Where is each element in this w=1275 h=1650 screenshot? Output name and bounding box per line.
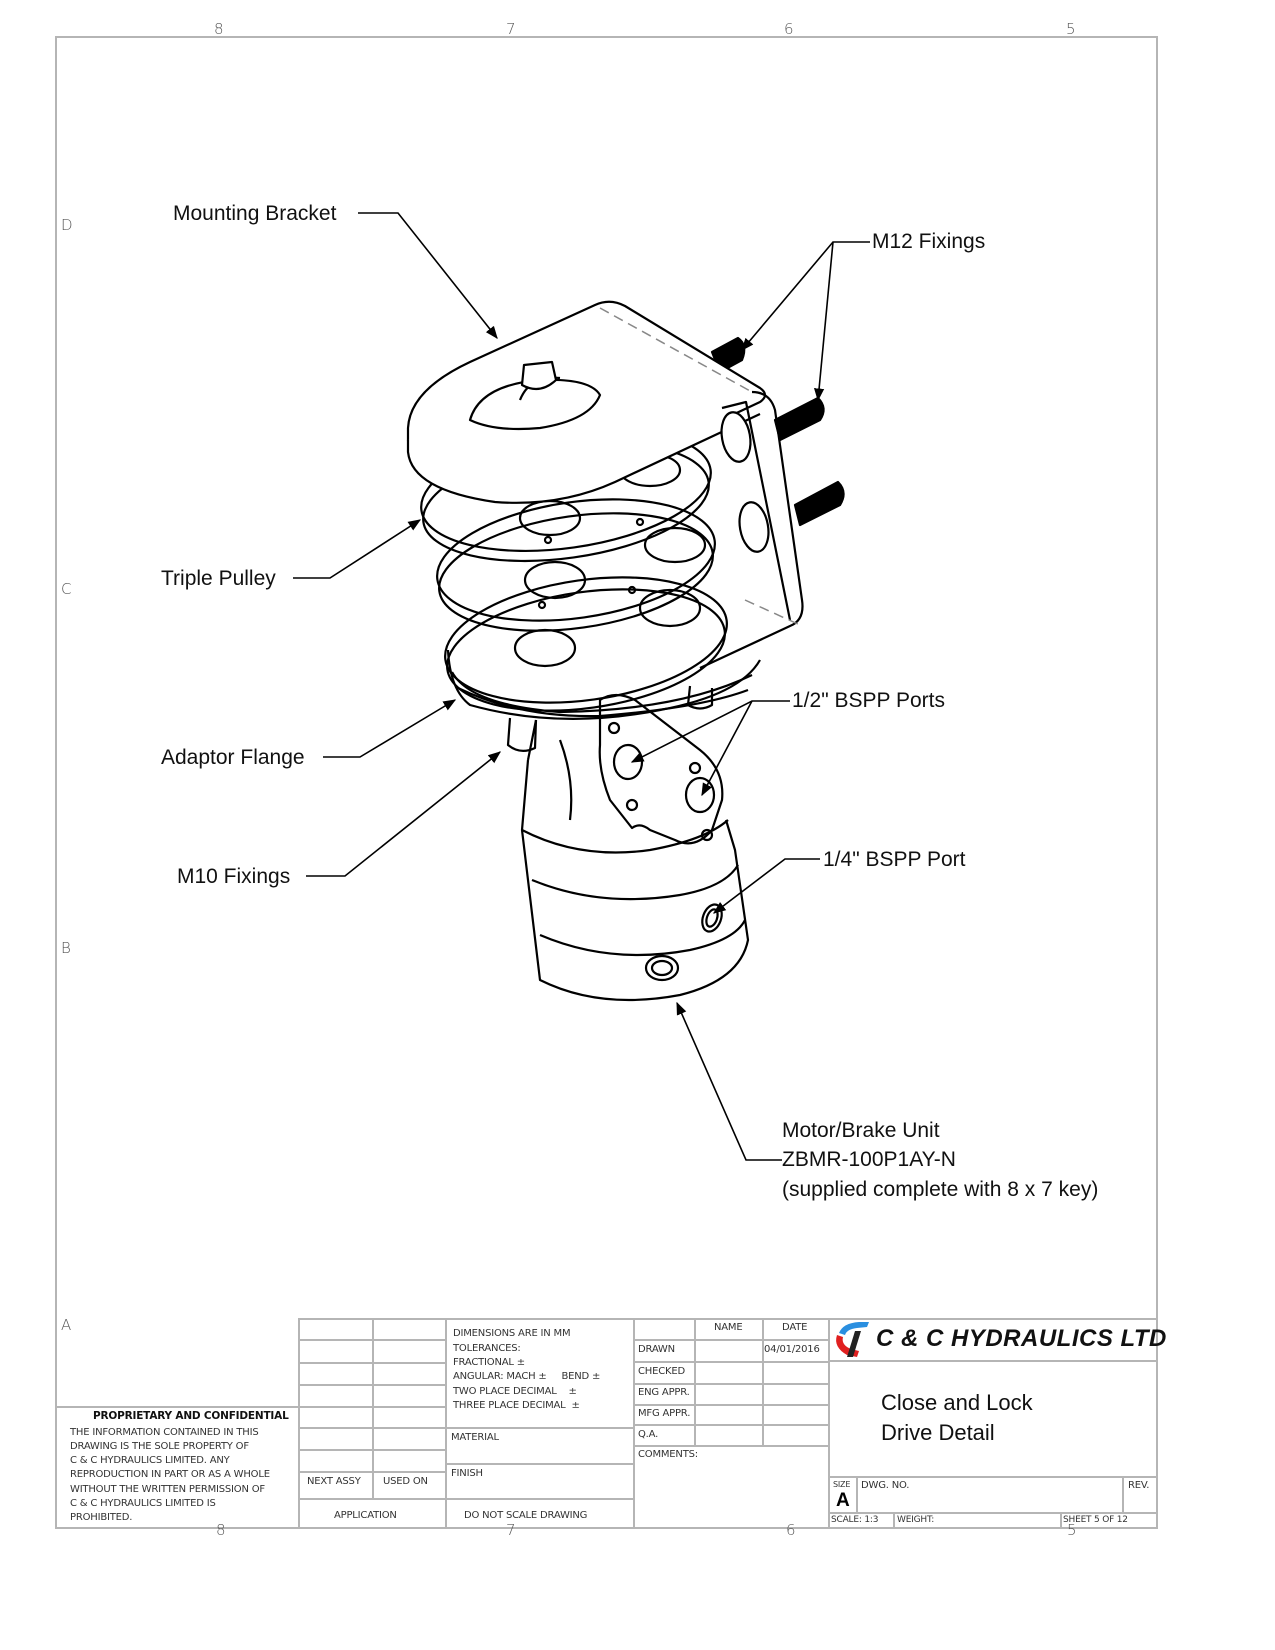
zone-row-b: B xyxy=(61,939,71,957)
triple-pulley xyxy=(420,427,728,712)
proprietary-line: C & C HYDRAULICS LIMITED IS xyxy=(70,1498,216,1509)
zone-col-7-top: 7 xyxy=(506,20,516,38)
leader-m12-b xyxy=(813,241,834,402)
proprietary-line: PROHIBITED. xyxy=(70,1512,133,1523)
scale-label: SCALE: 1:3 xyxy=(831,1515,879,1525)
tolerance-line: DIMENSIONS ARE IN MM xyxy=(453,1328,571,1339)
application-label: APPLICATION xyxy=(334,1510,397,1521)
material-label: MATERIAL xyxy=(451,1432,499,1443)
zone-col-5-top: 5 xyxy=(1066,20,1076,38)
callout-motor-brake-line3: (supplied complete with 8 x 7 key) xyxy=(782,1178,1099,1201)
company-logo-icon xyxy=(836,1322,869,1357)
leader-m12-a xyxy=(741,241,870,351)
leader-motor-brake xyxy=(676,1001,782,1161)
dwg-no-label: DWG. NO. xyxy=(861,1480,910,1491)
callout-motor-brake-line1: Motor/Brake Unit xyxy=(782,1119,940,1142)
callout-m12-fixings: M12 Fixings xyxy=(872,230,986,253)
approval-date: 04/01/2016 xyxy=(764,1344,820,1355)
tolerance-line: TWO PLACE DECIMAL ± xyxy=(453,1386,577,1397)
proprietary-heading: PROPRIETARY AND CONFIDENTIAL xyxy=(93,1410,289,1422)
zone-col-8-top: 8 xyxy=(214,20,224,38)
leader-adaptor-flange xyxy=(323,699,457,758)
drawing-border xyxy=(55,36,1158,1529)
callout-quarter-bspp-port: 1/4" BSPP Port xyxy=(823,848,966,871)
zone-col-6-bottom: 6 xyxy=(786,1521,796,1539)
name-header: NAME xyxy=(714,1322,743,1333)
tolerance-line: ANGULAR: MACH ± BEND ± xyxy=(453,1371,601,1382)
approval-role: CHECKED xyxy=(638,1366,685,1377)
zone-col-6-top: 6 xyxy=(784,20,794,38)
callout-m10-fixings: M10 Fixings xyxy=(177,865,291,888)
approval-role: DRAWN xyxy=(638,1344,675,1355)
motor-brake-unit xyxy=(520,693,750,1002)
zone-col-5-bottom: 5 xyxy=(1067,1521,1077,1539)
callout-adaptor-flange: Adaptor Flange xyxy=(161,746,305,769)
callout-motor-brake-line2: ZBMR-100P1AY-N xyxy=(782,1148,956,1171)
callout-triple-pulley: Triple Pulley xyxy=(161,567,276,590)
weight-label: WEIGHT: xyxy=(897,1515,935,1525)
leader-m10 xyxy=(306,751,501,877)
tolerance-line: TOLERANCES: xyxy=(453,1343,521,1354)
comments-label: COMMENTS: xyxy=(638,1449,698,1460)
callout-mounting-bracket: Mounting Bracket xyxy=(173,202,337,225)
zone-col-8-bottom: 8 xyxy=(216,1521,226,1539)
proprietary-line: C & C HYDRAULICS LIMITED. ANY xyxy=(70,1455,230,1466)
callout-half-bspp-ports: 1/2" BSPP Ports xyxy=(792,689,945,712)
approval-role: Q.A. xyxy=(638,1429,659,1440)
zone-row-d: D xyxy=(61,216,73,234)
approval-role: ENG APPR. xyxy=(638,1387,690,1398)
leader-mounting-bracket xyxy=(358,212,498,340)
zone-row-a: A xyxy=(61,1316,72,1334)
company-name: C & C HYDRAULICS LTD xyxy=(876,1325,1167,1352)
rev-label: REV. xyxy=(1128,1480,1150,1491)
proprietary-line: WITHOUT THE WRITTEN PERMISSION OF xyxy=(70,1484,265,1495)
leader-quarter-bspp xyxy=(712,858,820,914)
date-header: DATE xyxy=(782,1322,808,1333)
zone-col-7-bottom: 7 xyxy=(506,1521,516,1539)
leader-half-bspp-b xyxy=(701,700,753,797)
approval-role: MFG APPR. xyxy=(638,1408,691,1419)
proprietary-line: DRAWING IS THE SOLE PROPERTY OF xyxy=(70,1441,249,1452)
drawing-title-line1: Close and Lock xyxy=(881,1390,1033,1415)
sheet-label: SHEET 5 OF 12 xyxy=(1063,1515,1128,1525)
do-not-scale-label: DO NOT SCALE DRAWING xyxy=(464,1510,588,1521)
proprietary-line: THE INFORMATION CONTAINED IN THIS xyxy=(70,1427,259,1438)
next-assy-label: NEXT ASSY xyxy=(307,1476,361,1487)
size-value: A xyxy=(836,1490,850,1511)
drawing-title-line2: Drive Detail xyxy=(881,1420,995,1445)
tolerance-line: FRACTIONAL ± xyxy=(453,1357,525,1368)
used-on-label: USED ON xyxy=(383,1476,428,1487)
tolerance-line: THREE PLACE DECIMAL ± xyxy=(453,1400,580,1411)
proprietary-line: REPRODUCTION IN PART OR AS A WHOLE xyxy=(70,1469,270,1480)
leader-triple-pulley xyxy=(293,519,422,579)
zone-row-c: C xyxy=(61,580,72,598)
adaptor-flange xyxy=(446,649,761,720)
finish-label: FINISH xyxy=(451,1468,483,1479)
size-label: SIZE xyxy=(833,1480,851,1489)
